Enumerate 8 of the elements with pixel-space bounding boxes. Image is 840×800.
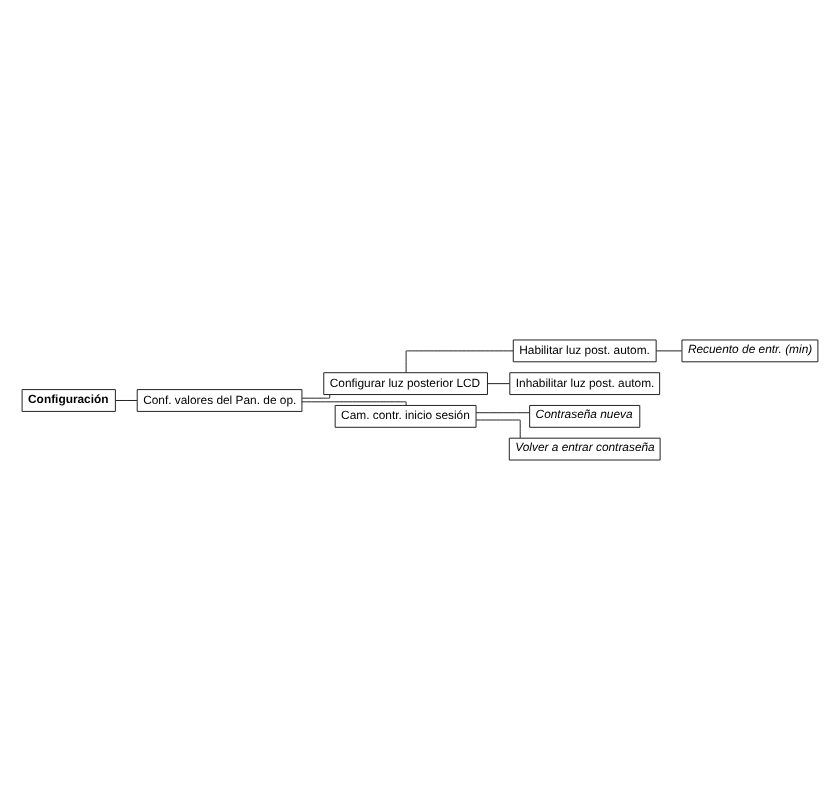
connector bbox=[475, 412, 530, 414]
connector bbox=[487, 383, 511, 385]
connector bbox=[655, 350, 683, 352]
connector bbox=[475, 419, 521, 439]
connector bbox=[405, 350, 514, 374]
connector bbox=[301, 394, 331, 399]
connector bbox=[301, 401, 407, 406]
connector bbox=[115, 400, 138, 401]
